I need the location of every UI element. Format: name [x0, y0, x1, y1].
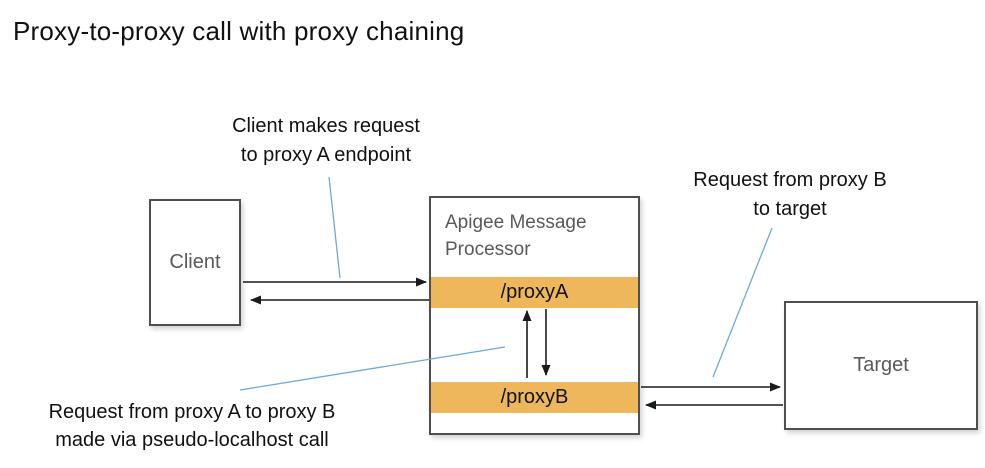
message-processor-label: Apigee Message Processor: [445, 212, 587, 260]
message-processor-box: Apigee Message Processor /proxyA /proxyB: [429, 196, 640, 435]
proxyb-endpoint-bar: /proxyB: [431, 382, 638, 413]
client-box: Client: [149, 199, 241, 326]
leader-line-client-request: [328, 176, 341, 279]
annotation-client-request: Client makes request to proxy A endpoint: [232, 115, 420, 166]
diagram-title: Proxy-to-proxy call with proxy chaining: [13, 16, 465, 46]
annotation-proxyb-to-target: Request from proxy B to target: [693, 169, 887, 220]
client-label: Client: [169, 251, 221, 273]
target-label: Target: [853, 354, 909, 376]
annotation-proxya-to-proxyb: Request from proxy A to proxy B made via…: [48, 401, 336, 451]
proxyb-label: /proxyB: [500, 386, 569, 408]
proxya-endpoint-bar: /proxyA: [431, 277, 638, 308]
leader-line-proxyb-target: [712, 227, 773, 378]
target-box: Target: [784, 301, 978, 430]
proxya-label: /proxyA: [500, 281, 569, 303]
